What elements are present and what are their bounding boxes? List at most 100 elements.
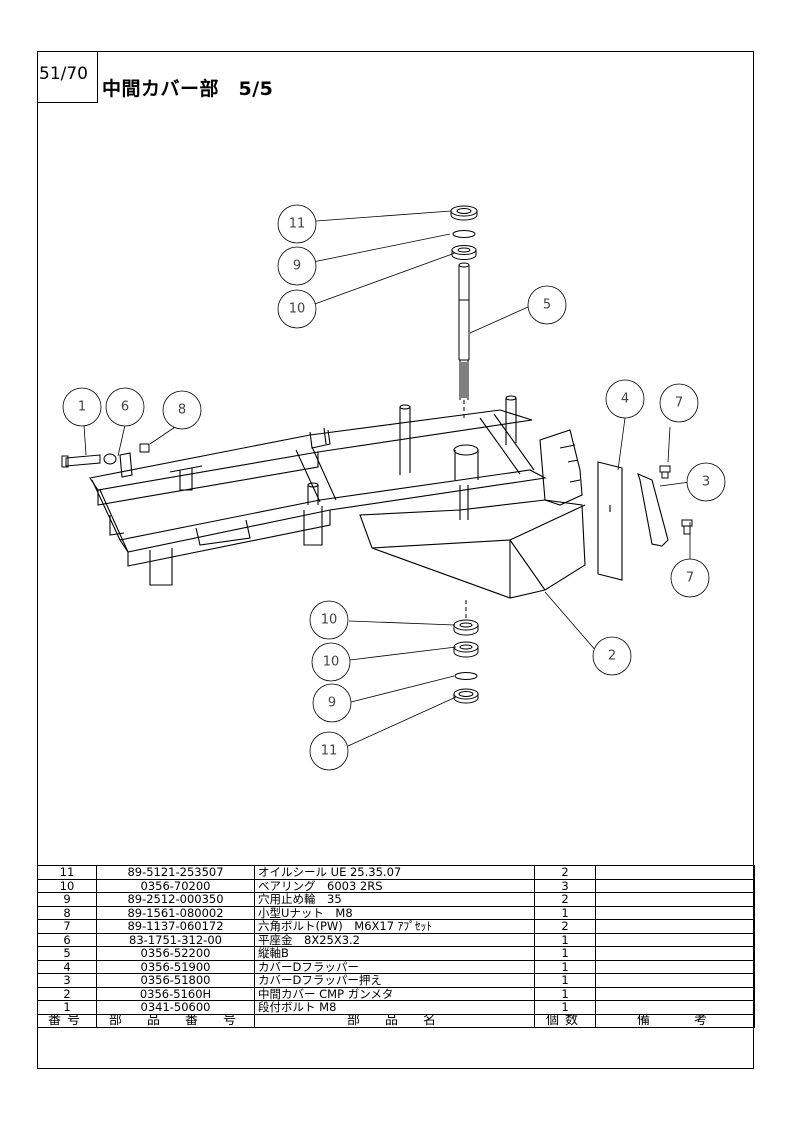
callout-label: 4 xyxy=(621,392,629,407)
callout-label: 9 xyxy=(328,696,336,711)
cover-body xyxy=(359,499,586,599)
cell-note xyxy=(595,1000,755,1015)
cell-number: 8 xyxy=(37,905,97,920)
callout-label: 6 xyxy=(121,400,129,415)
cell-part-number: 89-1561-080002 xyxy=(96,905,255,920)
cell-quantity: 1 xyxy=(534,959,596,974)
cell-part-number: 0341-50600 xyxy=(96,1000,255,1015)
cell-part-number: 0356-5160H xyxy=(96,986,255,1001)
table-row: 7 89-1137-060172 六角ボルト(PW) M6X17 ｱﾌﾟｾｯﾄ … xyxy=(37,919,755,934)
cell-note xyxy=(595,946,755,961)
cell-quantity: 1 xyxy=(534,973,596,988)
cell-note xyxy=(595,892,755,907)
table-row: 6 83-1751-312-00 平座金 8X25X3.2 1 xyxy=(37,932,755,947)
table-row: 10 0356-70200 ベアリング 6003 2RS 3 xyxy=(37,878,755,893)
cell-part-number: 83-1751-312-00 xyxy=(96,932,255,947)
cell-part-name: ベアリング 6003 2RS xyxy=(254,878,535,893)
callouts xyxy=(62,204,726,771)
cell-part-name: 小型Uナット M8 xyxy=(254,905,535,920)
cell-note xyxy=(595,865,755,880)
callout-label: 8 xyxy=(178,403,186,418)
cell-part-number: 0356-51900 xyxy=(96,959,255,974)
cell-quantity: 1 xyxy=(534,946,596,961)
page-number-box xyxy=(37,51,98,103)
cell-part-number: 0356-51800 xyxy=(96,973,255,988)
frame-assembly xyxy=(89,395,583,586)
cell-number: 7 xyxy=(37,919,97,934)
shaft-assembly xyxy=(450,205,478,420)
cell-quantity: 2 xyxy=(534,865,596,880)
cell-part-name: カバーDフラッパー xyxy=(254,959,535,974)
small-hardware xyxy=(61,443,693,535)
cell-part-number: 89-1137-060172 xyxy=(96,919,255,934)
lower-bearings xyxy=(453,600,479,704)
cell-part-name: オイルシール UE 25.35.07 xyxy=(254,865,535,880)
leader-lines xyxy=(83,210,691,747)
cell-quantity: 1 xyxy=(534,986,596,1001)
table-header-row: 番号 部 品 番 号 部 品 名 個数 備 考 xyxy=(37,1013,755,1028)
callout-label: 5 xyxy=(543,298,551,313)
cell-note xyxy=(595,905,755,920)
table-row: 11 89-5121-253507 オイルシール UE 25.35.07 2 xyxy=(37,865,755,880)
cell-part-name: 六角ボルト(PW) M6X17 ｱﾌﾟｾｯﾄ xyxy=(254,919,535,934)
cell-part-number: 89-2512-000350 xyxy=(96,892,255,907)
cell-number: 3 xyxy=(37,973,97,988)
callout-label: 1 xyxy=(78,400,86,415)
callout-label: 2 xyxy=(608,649,616,664)
cell-note xyxy=(595,959,755,974)
header-note: 備 考 xyxy=(595,1013,755,1028)
callout-label: 10 xyxy=(289,302,306,317)
cell-quantity: 2 xyxy=(534,892,596,907)
exploded-parts-diagram: 11 9 10 5 1 6 8 4 7 3 7 2 10 10 9 11 xyxy=(61,204,726,771)
cell-quantity: 1 xyxy=(534,1000,596,1015)
table-row: 8 89-1561-080002 小型Uナット M8 1 xyxy=(37,905,755,920)
cell-part-name: 穴用止め輪 35 xyxy=(254,892,535,907)
cell-note xyxy=(595,919,755,934)
callout-labels: 11 9 10 5 1 6 8 4 7 3 7 2 10 10 9 11 xyxy=(78,217,710,759)
callout-label: 10 xyxy=(321,613,338,628)
cell-number: 6 xyxy=(37,932,97,947)
page-number: 51/70 xyxy=(39,64,88,84)
cell-part-name: 平座金 8X25X3.2 xyxy=(254,932,535,947)
table-row: 2 0356-5160H 中間カバー CMP ガンメタ 1 xyxy=(37,986,755,1001)
cell-part-number: 0356-70200 xyxy=(96,878,255,893)
cell-number: 4 xyxy=(37,959,97,974)
cell-part-name: 中間カバー CMP ガンメタ xyxy=(254,986,535,1001)
parts-list-body: 11 89-5121-253507 オイルシール UE 25.35.07 2 1… xyxy=(37,865,755,1028)
cell-number: 11 xyxy=(37,865,97,880)
callout-label: 11 xyxy=(289,217,306,232)
header-number: 番号 xyxy=(37,1013,97,1028)
cell-quantity: 1 xyxy=(534,905,596,920)
cell-quantity: 3 xyxy=(534,878,596,893)
cell-number: 5 xyxy=(37,946,97,961)
cell-part-number: 0356-52200 xyxy=(96,946,255,961)
cell-quantity: 2 xyxy=(534,919,596,934)
cell-number: 10 xyxy=(37,878,97,893)
cell-number: 2 xyxy=(37,986,97,1001)
cell-number: 1 xyxy=(37,1000,97,1015)
cell-number: 9 xyxy=(37,892,97,907)
cell-quantity: 1 xyxy=(534,932,596,947)
callout-label: 9 xyxy=(293,259,301,274)
callout-label: 3 xyxy=(702,475,710,490)
cell-part-name: 段付ボルト M8 xyxy=(254,1000,535,1015)
cell-note xyxy=(595,973,755,988)
table-row: 3 0356-51800 カバーDフラッパー押え 1 xyxy=(37,973,755,988)
table-row: 5 0356-52200 縦軸B 1 xyxy=(37,946,755,961)
callout-label: 10 xyxy=(323,655,340,670)
flapper-parts xyxy=(597,461,669,581)
callout-label: 7 xyxy=(675,396,683,411)
table-row: 1 0341-50600 段付ボルト M8 1 xyxy=(37,1000,755,1015)
cell-part-name: 縦軸B xyxy=(254,946,535,961)
callout-label: 11 xyxy=(321,744,338,759)
header-part-number: 部 品 番 号 xyxy=(96,1013,255,1028)
cell-note xyxy=(595,878,755,893)
cell-part-name: カバーDフラッパー押え xyxy=(254,973,535,988)
cell-note xyxy=(595,932,755,947)
cell-note xyxy=(595,986,755,1001)
cell-part-number: 89-5121-253507 xyxy=(96,865,255,880)
drawing-frame xyxy=(37,51,754,1069)
callout-label: 7 xyxy=(686,571,694,586)
header-part-name: 部 品 名 xyxy=(254,1013,535,1028)
page-title: 中間カバー部 5/5 xyxy=(102,78,274,100)
